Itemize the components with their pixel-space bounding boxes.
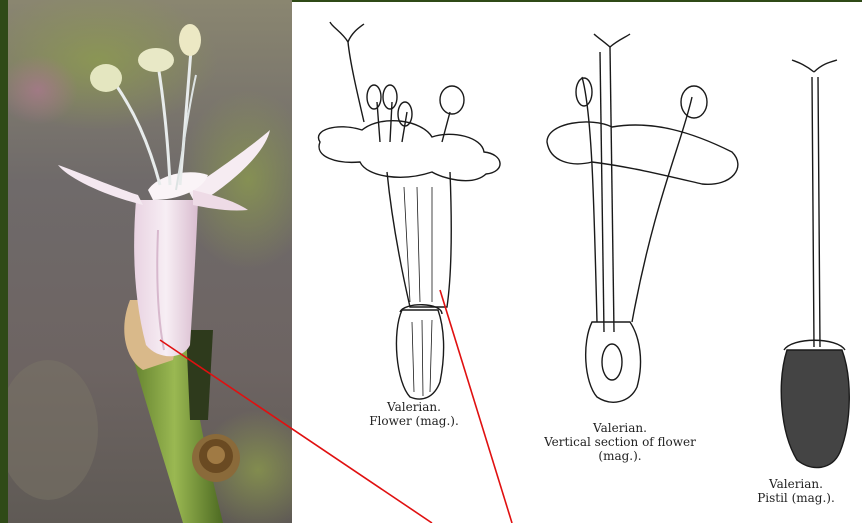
pointer-line-right (440, 290, 512, 523)
pointer-line-left (160, 340, 432, 523)
